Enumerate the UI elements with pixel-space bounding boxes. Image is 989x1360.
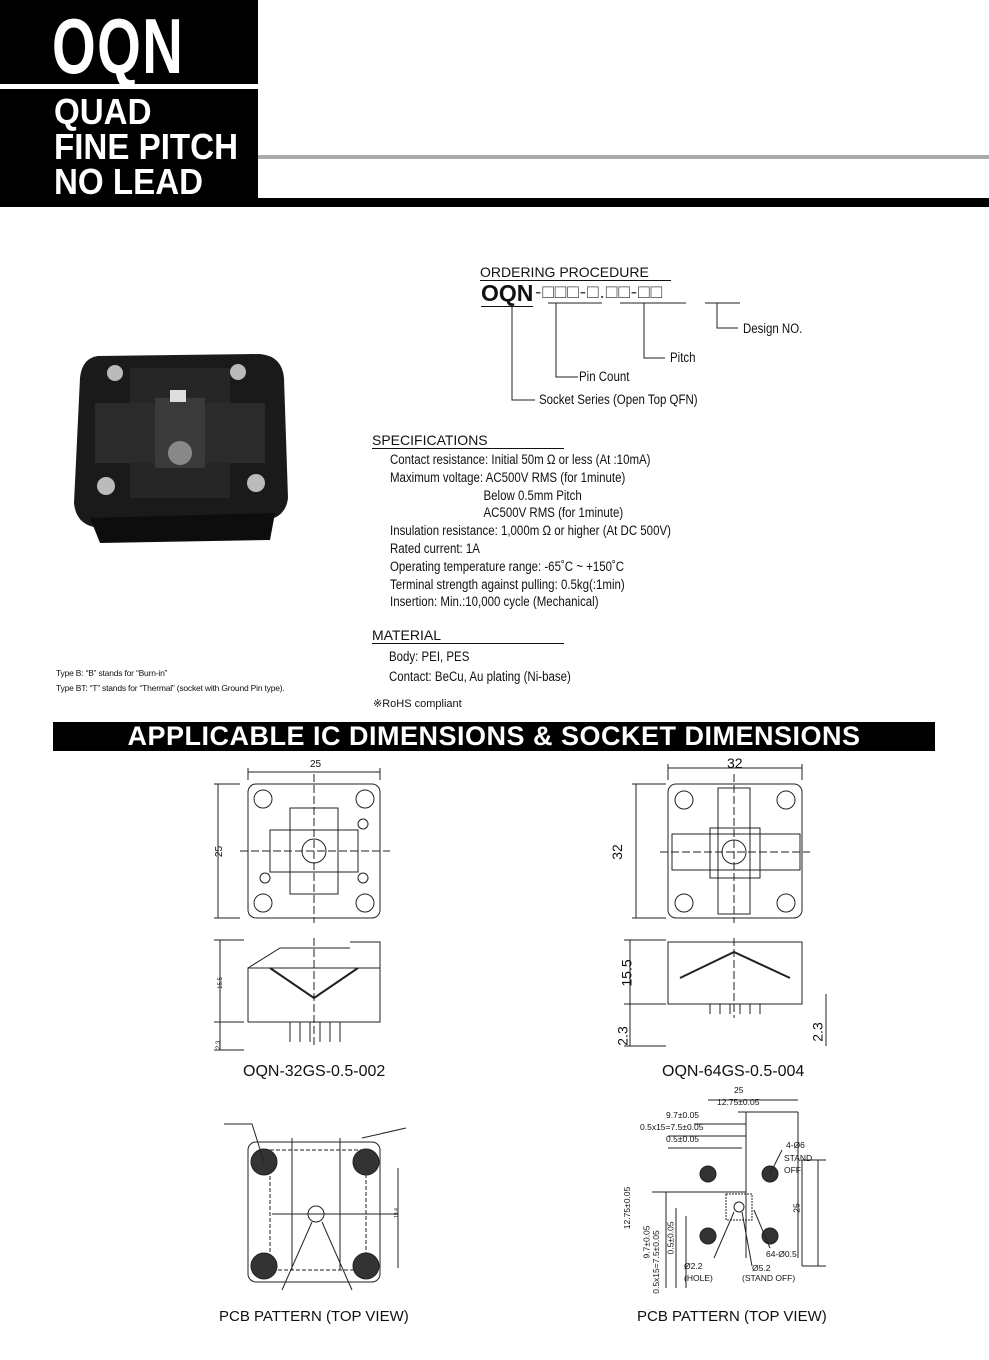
dim-left-height: 25 bbox=[214, 845, 226, 858]
header-block-bottom bbox=[0, 89, 258, 207]
ordering-code-placeholders: -□□□-□.□□-□□ bbox=[535, 282, 664, 303]
caption-right-model: OQN-64GS-0.5-004 bbox=[662, 1063, 805, 1080]
header-block-top bbox=[0, 0, 258, 84]
series-logo: OQN bbox=[52, 2, 185, 90]
drawing-32-pcb-pattern bbox=[224, 1123, 407, 1291]
label-design-no: Design NO. bbox=[743, 321, 803, 336]
material-title: MATERIAL bbox=[372, 627, 564, 644]
drawing-32-side-view bbox=[214, 938, 381, 1051]
rohs-note: ※RoHS compliant bbox=[373, 698, 462, 710]
header-black-rule bbox=[258, 198, 989, 207]
dim-left-side-base: 2.3 bbox=[216, 1040, 223, 1050]
socket-photo bbox=[74, 354, 288, 543]
material-list: Body: PEI, PES Contact: BeCu, Au plating… bbox=[389, 649, 571, 684]
caption-left-model: OQN-32GS-0.5-002 bbox=[243, 1063, 386, 1080]
dim-right-side-height: 15.5 bbox=[618, 959, 635, 987]
type-notes: Type B: “B” stands for “Burn-in” Type BT… bbox=[56, 668, 285, 693]
series-subtitle: QUAD FINE PITCH NO LEAD bbox=[54, 91, 239, 202]
drawing-64-side-view bbox=[624, 938, 827, 1047]
ordering-title: ORDERING PROCEDURE bbox=[480, 264, 671, 281]
header-gray-rule bbox=[258, 155, 989, 159]
right-pcb-dimension-labels: 25 12.75±0.05 9.7±0.05 0.5x15=7.5±0.05 0… bbox=[622, 1085, 813, 1294]
label-pin-count: Pin Count bbox=[579, 369, 630, 384]
dim-right-height: 32 bbox=[608, 844, 625, 860]
drawing-64-pcb-pattern bbox=[652, 1099, 826, 1288]
drawing-64-top-view bbox=[632, 764, 810, 923]
specifications-title: SPECIFICATIONS bbox=[372, 432, 564, 449]
caption-left-pcb: PCB PATTERN (TOP VIEW) bbox=[219, 1308, 409, 1325]
dim-left-width: 25 bbox=[310, 759, 322, 770]
dim-left-pcb: 19.4 bbox=[393, 1208, 400, 1218]
ordering-leader-lines bbox=[511, 302, 740, 401]
dim-right-side-base-2: 2.3 bbox=[809, 1022, 826, 1042]
section-banner: APPLICABLE IC DIMENSIONS & SOCKET DIMENS… bbox=[53, 722, 935, 751]
dim-right-width: 32 bbox=[727, 755, 743, 771]
specifications-list: Contact resistance: Initial 50m Ω or les… bbox=[390, 452, 671, 610]
caption-right-pcb: PCB PATTERN (TOP VIEW) bbox=[637, 1308, 827, 1325]
drawing-32-top-view bbox=[214, 768, 390, 923]
dim-left-side-height: 15.5 bbox=[217, 977, 224, 989]
ordering-code-prefix: OQN bbox=[481, 280, 534, 307]
dim-right-side-base: 2.3 bbox=[614, 1026, 631, 1046]
label-socket-series: Socket Series (Open Top QFN) bbox=[539, 392, 698, 407]
label-pitch: Pitch bbox=[670, 350, 696, 365]
